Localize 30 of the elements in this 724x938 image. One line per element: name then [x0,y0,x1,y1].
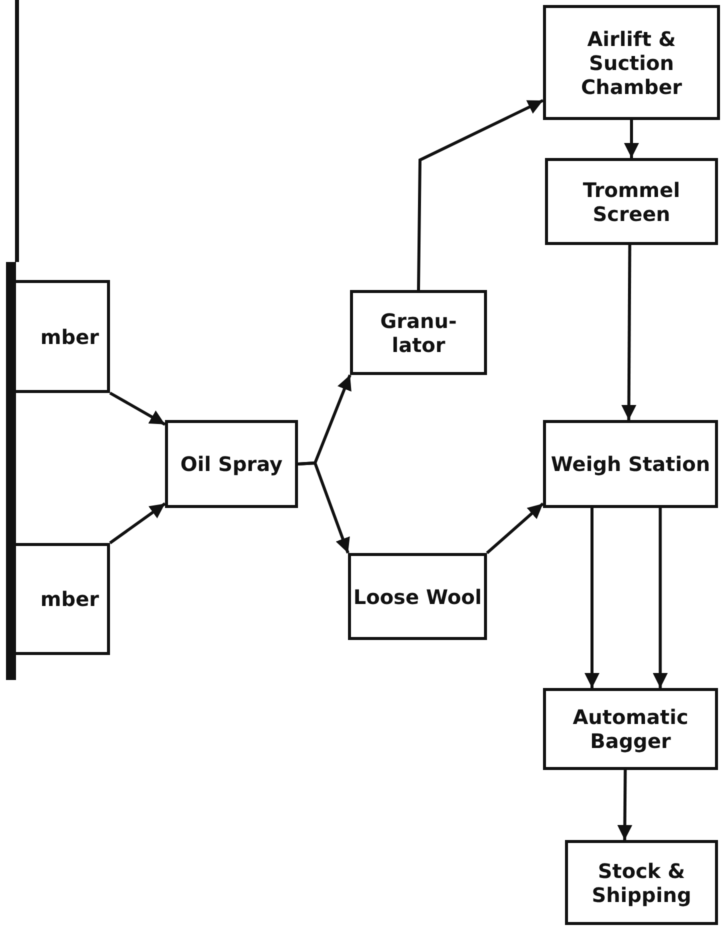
box-label: Stock & Shipping [590,858,692,906]
box-label: Loose Wool [353,584,482,608]
arrow [109,502,166,544]
process-box [348,553,487,640]
process-box [16,280,110,393]
process-box [16,543,110,655]
box-label: Automatic Bagger [572,705,690,753]
arrow [617,770,632,840]
box-label: mber [40,324,99,348]
process-box [565,840,718,925]
box-label: Weigh Station [550,452,710,476]
process-box [543,420,718,508]
process-box [543,688,718,770]
box-label: mber [40,587,99,611]
process-box [350,290,487,375]
arrow [109,392,166,426]
process-box [543,5,720,120]
process-box [545,158,718,245]
arrow [621,245,636,420]
process-box [165,420,298,508]
arrow [486,502,544,554]
box-label: Trommel Screen [582,178,682,226]
arrow [417,99,544,290]
box-label: Airlift & Suction Chamber [580,26,683,98]
arrow [624,120,639,158]
arrow [298,461,350,554]
arrow [652,508,668,688]
arrow [584,508,600,688]
box-label: Oil Spray [180,452,283,476]
box-label: Granu- lator [379,308,458,356]
